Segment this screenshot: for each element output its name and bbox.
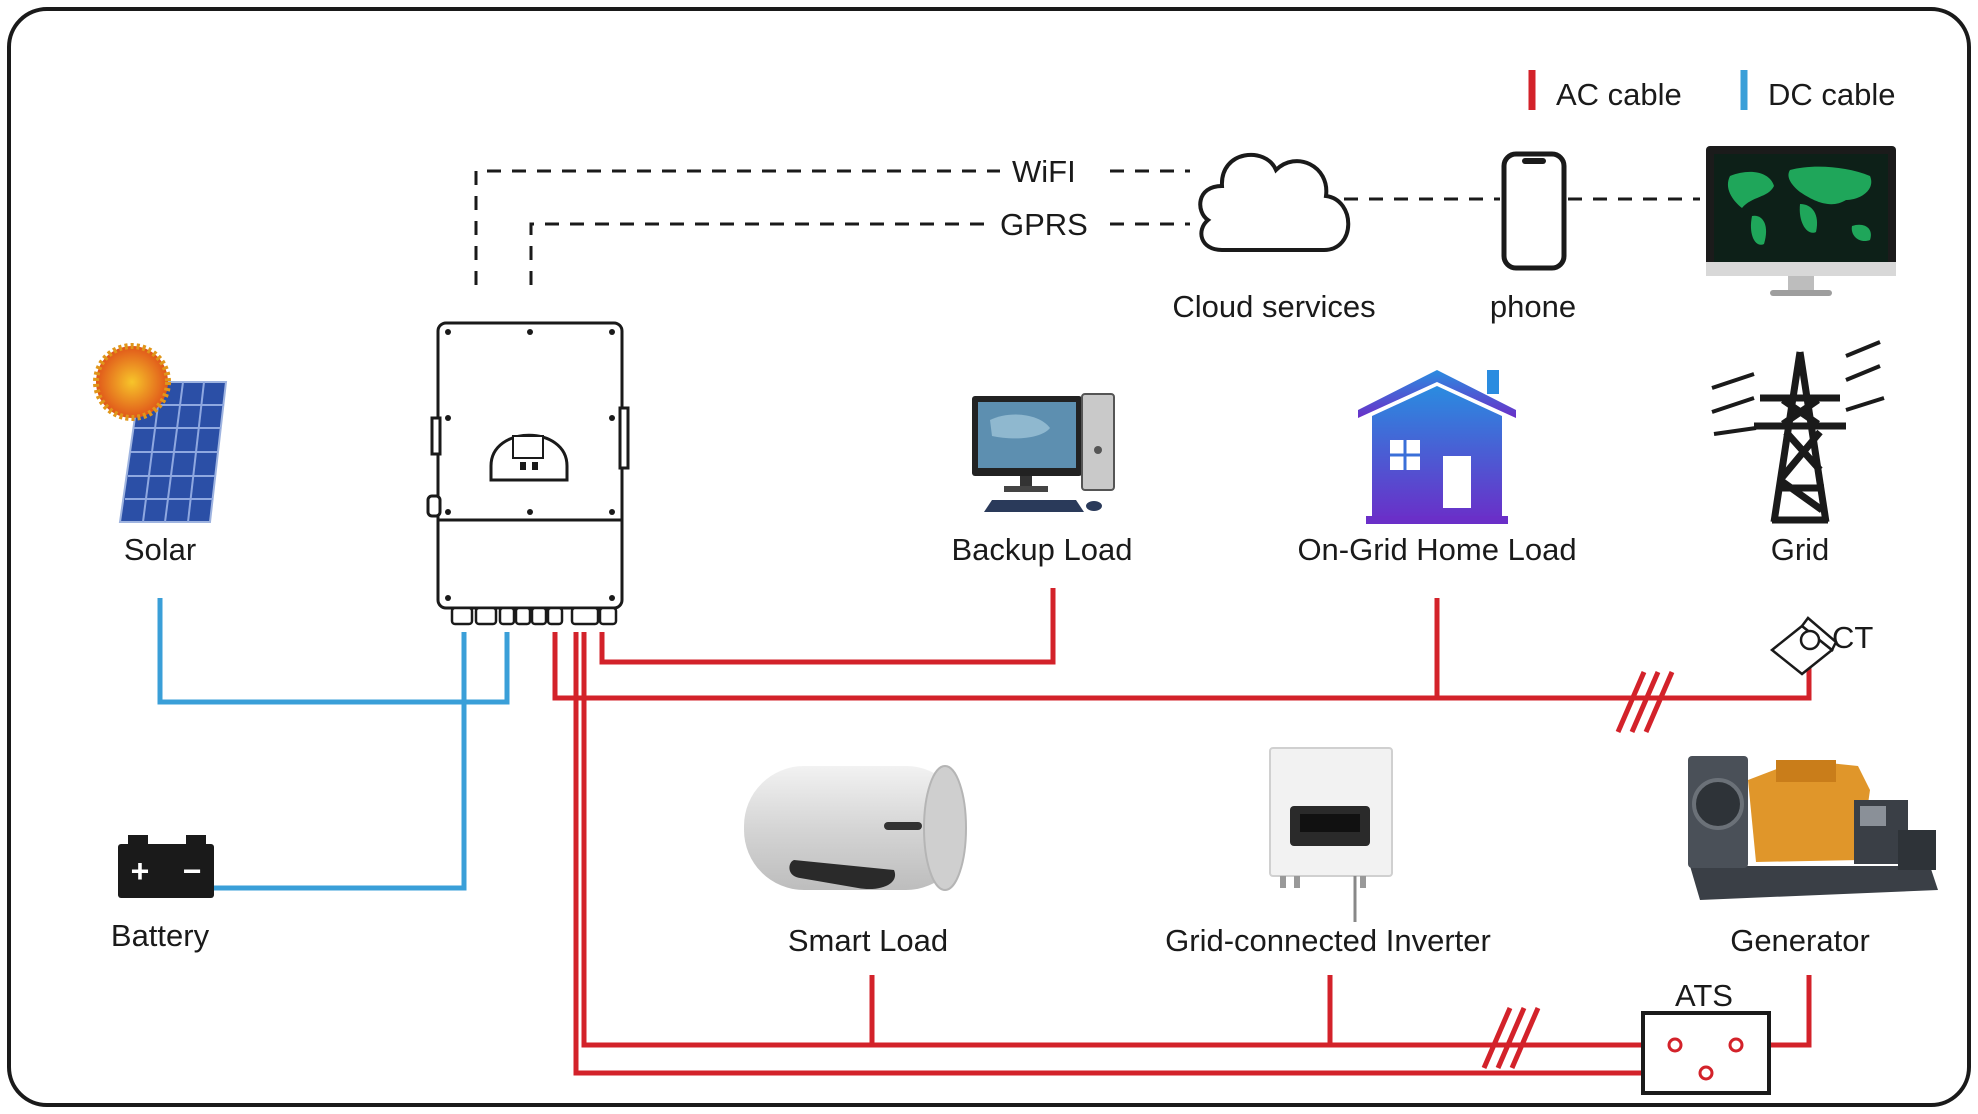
grid-label: Grid — [1771, 532, 1830, 567]
ats-label: ATS — [1675, 978, 1733, 1013]
cloud-icon — [1198, 153, 1351, 252]
ct-label: CT — [1832, 620, 1873, 655]
gprs-link — [529, 222, 985, 285]
ats-box — [1641, 1011, 1771, 1095]
battery-minus-symbol: − — [183, 853, 202, 889]
backup-load-cable — [599, 588, 1056, 665]
three-phase-marks — [1481, 671, 1675, 1069]
grid-bus-cable — [552, 632, 1812, 701]
monitor-icon — [1706, 146, 1896, 296]
wifi-label: WiFI — [1012, 154, 1076, 189]
solar-panel-icon — [93, 343, 228, 523]
house-icon — [1358, 370, 1516, 524]
cloud-label: Cloud services — [1172, 289, 1375, 324]
pylon-icon — [1711, 340, 1885, 524]
legend: AC cable DC cable — [1528, 70, 1896, 112]
battery-label: Battery — [111, 918, 210, 953]
legend-ac-label: AC cable — [1556, 77, 1682, 112]
diagram-frame — [7, 7, 1971, 1107]
dc-cables — [157, 598, 510, 891]
legend-dc-label: DC cable — [1768, 77, 1896, 112]
phone-icon — [1501, 151, 1567, 271]
smart-load-label: Smart Load — [788, 923, 948, 958]
water-heater-icon — [744, 765, 967, 891]
battery-icon: + − — [118, 835, 214, 898]
comm-links — [474, 169, 1700, 285]
ats-bus-cable-2 — [573, 632, 1706, 1076]
wifi-link — [474, 169, 1000, 285]
grid-inverter-icon — [1269, 747, 1393, 922]
battery-plus-symbol: + — [131, 853, 150, 889]
gprs-label: GPRS — [1000, 207, 1088, 242]
generator-icon — [1688, 756, 1938, 900]
computer-icon — [972, 393, 1115, 512]
phone-label: phone — [1490, 289, 1576, 324]
ac-cables — [552, 588, 1812, 1076]
ats-bus-cable-1 — [581, 632, 1675, 1048]
sun-icon — [93, 343, 171, 421]
solar-dc-cable — [157, 598, 510, 705]
grid-inverter-label: Grid-connected Inverter — [1165, 923, 1491, 958]
battery-dc-cable — [214, 632, 467, 891]
solar-label: Solar — [124, 532, 196, 567]
on-grid-home-load-label: On-Grid Home Load — [1297, 532, 1576, 567]
generator-label: Generator — [1730, 923, 1870, 958]
backup-load-label: Backup Load — [952, 532, 1133, 567]
ct-clamp-icon — [1769, 616, 1838, 676]
hybrid-inverter-icon — [426, 321, 630, 626]
